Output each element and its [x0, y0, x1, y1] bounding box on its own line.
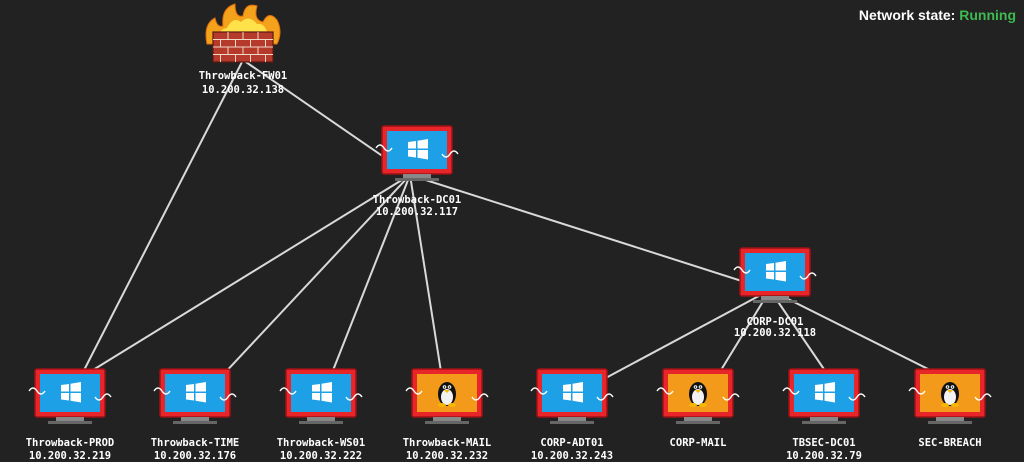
windows-icon [153, 368, 237, 424]
link-dc01-ws01 [329, 174, 411, 379]
windows-icon [28, 368, 112, 424]
windows-icon [375, 125, 459, 181]
network-state: Network state: Running [859, 7, 1016, 23]
network-state-value: Running [959, 7, 1016, 23]
node-name: Throwback-PROD [26, 437, 115, 449]
link-dc01-prod [79, 174, 411, 379]
node-name: Throwback-MAIL [403, 437, 492, 449]
node-ip: 10.200.32.118 [734, 327, 816, 339]
node-name: CORP-ADT01 [540, 437, 603, 449]
linux-icon [908, 368, 992, 424]
node-ip: 10.200.32.232 [406, 450, 488, 462]
node-ip: 10.200.32.222 [280, 450, 362, 462]
windows-icon [733, 247, 817, 303]
link-corpdc-cmail [717, 289, 771, 376]
node-ip: 10.200.32.219 [29, 450, 111, 462]
link-dc01-mail [409, 174, 443, 379]
node-breach[interactable]: SEC-BREACH [908, 368, 992, 449]
node-name: Throwback-DC01 [373, 194, 462, 206]
node-cmail[interactable]: CORP-MAIL [656, 368, 740, 449]
linux-icon [656, 368, 740, 424]
node-name: CORP-DC01 [747, 316, 804, 328]
link-corpdc-tbsec [769, 289, 831, 379]
node-name: SEC-BREACH [918, 437, 981, 449]
node-ip: 10.200.32.138 [202, 84, 284, 96]
windows-icon [279, 368, 363, 424]
windows-icon [782, 368, 866, 424]
link-corpdc-breach [769, 289, 941, 376]
link-dc01-time [219, 174, 411, 379]
node-ip: 10.200.32.117 [376, 206, 458, 218]
link-dc01-corpdc [409, 174, 771, 291]
node-name: CORP-MAIL [670, 437, 727, 449]
link-fw01-prod [79, 59, 244, 379]
node-name: Throwback-FW01 [199, 70, 288, 82]
windows-icon [530, 368, 614, 424]
linux-icon [405, 368, 489, 424]
nodes-layer: Throwback-FW01 10.200.32.138Throwback-DC0… [26, 3, 992, 462]
node-name: Throwback-WS01 [277, 437, 366, 449]
node-ip: 10.200.32.176 [154, 450, 236, 462]
node-name: TBSEC-DC01 [792, 437, 855, 449]
network-state-label: Network state: [858, 7, 956, 23]
node-ip: 10.200.32.79 [786, 450, 862, 462]
firewall-icon [205, 3, 281, 63]
node-fw01[interactable]: Throwback-FW01 10.200.32.138 [199, 3, 288, 96]
node-name: Throwback-TIME [151, 437, 240, 449]
link-corpdc-adt01 [601, 289, 771, 381]
node-ip: 10.200.32.243 [531, 450, 613, 462]
links-layer [79, 59, 941, 381]
